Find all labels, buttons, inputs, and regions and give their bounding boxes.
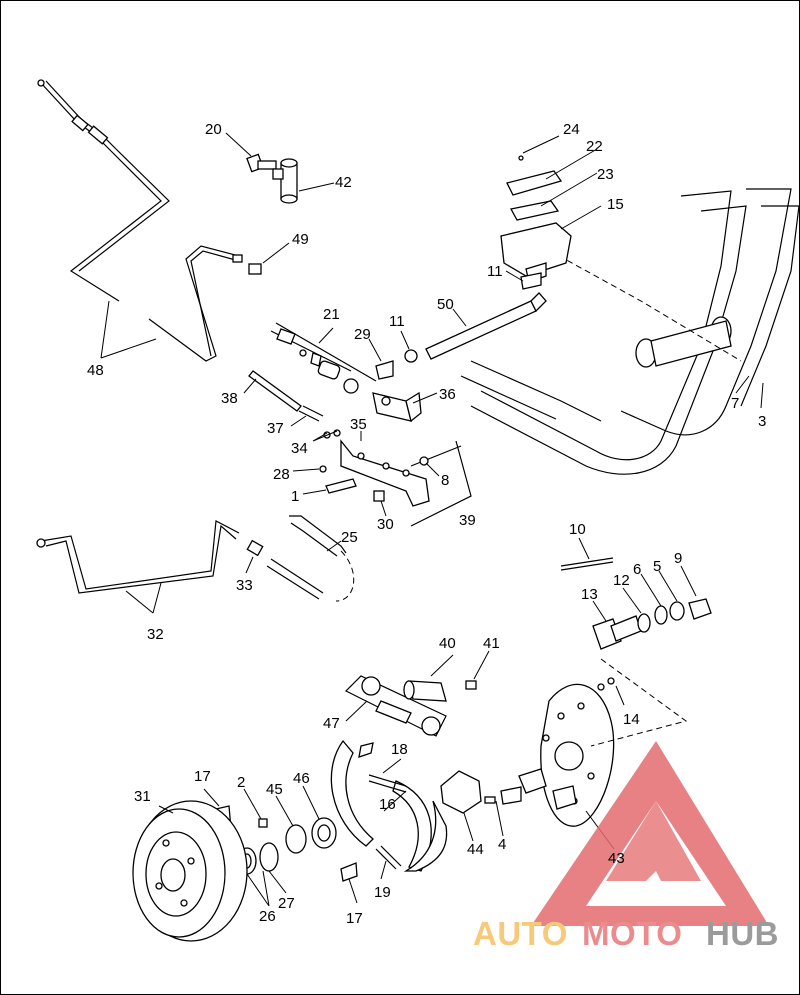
- callout-11-upper: 11: [389, 313, 405, 330]
- watermark-triangle-icon: [531, 741, 769, 926]
- wheel-cylinder: [344, 675, 477, 737]
- callout-3: 3: [758, 413, 766, 430]
- callout-26: 26: [259, 908, 276, 925]
- callout-21: 21: [323, 306, 340, 323]
- callout-17-lower: 17: [346, 910, 363, 927]
- callout-35: 35: [350, 416, 367, 433]
- callout-34: 34: [291, 440, 308, 457]
- callout-6: 6: [633, 561, 641, 578]
- callout-45: 45: [266, 781, 283, 798]
- callout-10: 10: [569, 521, 586, 538]
- callout-16: 16: [379, 796, 396, 813]
- callout-48: 48: [87, 362, 104, 379]
- handlebar-frame: [460, 188, 799, 475]
- brake-line-32: [36, 515, 355, 602]
- callout-15: 15: [607, 196, 624, 213]
- callout-18: 18: [391, 741, 408, 758]
- master-cylinder-group: [270, 292, 547, 423]
- callout-36: 36: [439, 386, 456, 403]
- bracket-assembly: [248, 370, 472, 527]
- callout-4: 4: [498, 836, 506, 853]
- backing-plate-43: [484, 658, 688, 827]
- callout-50: 50: [437, 296, 454, 313]
- callout-33: 33: [236, 577, 253, 594]
- reservoir-group: [500, 155, 572, 290]
- callout-42: 42: [335, 174, 352, 191]
- callout-30: 30: [377, 516, 394, 533]
- callout-9: 9: [674, 550, 682, 567]
- callout-28: 28: [273, 466, 290, 483]
- callout-1: 1: [291, 488, 299, 505]
- callout-22: 22: [586, 138, 603, 155]
- callout-40: 40: [439, 635, 456, 652]
- callout-32: 32: [147, 626, 164, 643]
- callout-29: 29: [354, 326, 371, 343]
- pivot-assembly: [560, 557, 712, 650]
- callout-7: 7: [731, 395, 739, 412]
- callout-27: 27: [278, 895, 295, 912]
- callout-2: 2: [237, 774, 245, 791]
- leader-lines: [100, 132, 764, 907]
- callout-25: 25: [341, 529, 358, 546]
- callout-11-lower: 11: [487, 263, 503, 280]
- fitting-20-42: [246, 153, 298, 204]
- bolt-49: [248, 263, 262, 275]
- callout-14: 14: [623, 711, 640, 728]
- callout-5: 5: [653, 558, 661, 575]
- callout-46: 46: [293, 770, 310, 787]
- watermark-middle: MOTO: [582, 915, 682, 952]
- callout-38: 38: [221, 390, 238, 407]
- callout-49: 49: [292, 231, 309, 248]
- callout-13: 13: [581, 586, 598, 603]
- callout-19: 19: [374, 884, 391, 901]
- watermark-prefix: AUTO: [473, 915, 568, 952]
- watermark-suffix: HUB: [706, 915, 779, 952]
- callout-43: 43: [608, 850, 625, 867]
- callout-labels: 20 42 49 48 21 29 11 50 38 36 37 35 34 2…: [87, 121, 766, 927]
- watermark-logo: AUTO MOTO HUB: [473, 741, 779, 952]
- callout-47: 47: [323, 715, 340, 732]
- callout-41: 41: [483, 635, 500, 652]
- nut-44: [440, 770, 482, 814]
- callout-39: 39: [459, 512, 476, 529]
- callout-24: 24: [563, 121, 580, 138]
- callout-20: 20: [205, 121, 222, 138]
- callout-17-upper: 17: [194, 768, 211, 785]
- callout-44: 44: [467, 841, 484, 858]
- callout-37: 37: [267, 420, 284, 437]
- cable-48: [37, 79, 243, 362]
- brake-shoes: [330, 739, 448, 882]
- callout-23: 23: [597, 166, 614, 183]
- callout-31: 31: [134, 788, 151, 805]
- brake-drum-31: [132, 800, 248, 942]
- callout-12: 12: [613, 572, 630, 589]
- callout-8: 8: [441, 472, 449, 489]
